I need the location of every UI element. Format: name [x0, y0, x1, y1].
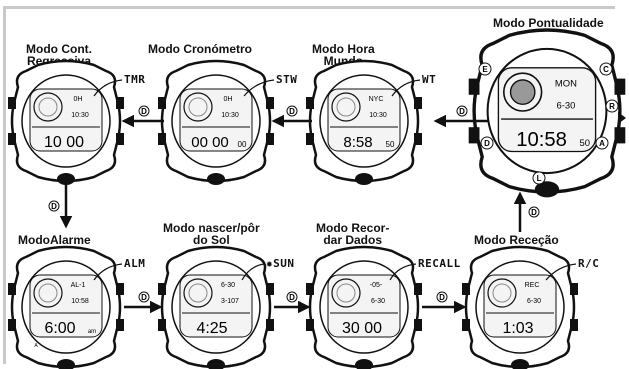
d-marker-4: D: [48, 200, 60, 212]
watch-countdown-mid: 10:30: [71, 112, 89, 119]
d-marker-8: D: [528, 206, 540, 218]
tag-countdown: TMR: [124, 73, 146, 86]
watch-sunrise: 6-30 3-107 4:25: [156, 245, 276, 369]
watch-alarm-mark: A: [34, 343, 38, 349]
tag-leaders: [93, 79, 577, 281]
watch-sunrise-mid: 3-107: [221, 298, 239, 305]
watch-recall-mid: 6-30: [371, 298, 385, 305]
watch-recall: -05- 6-30 30 00: [304, 245, 424, 369]
l-button-label: L: [532, 171, 546, 185]
watch-timekeeping-sec: 50: [580, 138, 591, 149]
watch-reception-main: 1:03: [502, 320, 533, 337]
watch-countdown-main: 10 00: [44, 134, 84, 151]
watch-sunrise-top: 6-30: [221, 282, 235, 289]
watch-stopwatch-main: 00 00: [191, 134, 229, 151]
watch-stopwatch-top: 0H: [224, 96, 233, 103]
watch-alarm-main: 6:00: [44, 320, 75, 337]
svg-text:D: D: [51, 202, 57, 211]
svg-text:D: D: [531, 208, 537, 217]
tag-sunrise: ✹SUN: [266, 257, 295, 270]
d-marker-7: D: [436, 291, 448, 303]
tag-reception: R/C: [578, 257, 600, 270]
tag-stopwatch: STW: [276, 73, 298, 86]
a-button-label: A: [595, 136, 609, 150]
watch-countdown-top: 0H: [74, 96, 83, 103]
watch-worldtime-mid: 10:30: [369, 112, 387, 119]
watch-alarm-suffix: am: [88, 329, 96, 335]
button-markers: D D D D D D D D E C R A D L: [48, 62, 619, 303]
d-marker-3: D: [138, 105, 150, 117]
watch-sunrise-main: 4:25: [196, 320, 227, 337]
label-reception: Modo Receção: [474, 233, 559, 247]
c-button-label: C: [599, 62, 613, 76]
svg-text:E: E: [482, 65, 488, 74]
svg-text:D: D: [289, 293, 295, 302]
d-marker-1: D: [456, 105, 468, 117]
watch-recall-main: 30 00: [342, 320, 382, 337]
svg-text:A: A: [599, 139, 605, 148]
watch-alarm: AL-1 10:58 6:00 am A: [6, 245, 126, 369]
label-timekeeping: Modo Pontualidade: [493, 16, 604, 30]
watch-timekeeping: MON 6-30 10:58 50: [467, 28, 627, 200]
watch-stopwatch-mid: 10:30: [221, 112, 239, 119]
svg-text:D: D: [459, 107, 465, 116]
label-stopwatch: Modo Cronómetro: [148, 42, 252, 56]
watch-reception-top: REC: [525, 282, 540, 289]
watch-worldtime-top: NYC: [369, 96, 384, 103]
svg-text:D: D: [141, 293, 147, 302]
watch-alarm-top: AL-1: [71, 282, 86, 289]
d-marker-6: D: [286, 291, 298, 303]
watch-worldtime-sec: 50: [386, 140, 395, 149]
watch-stopwatch: 0H 10:30 00 00 00: [156, 59, 276, 187]
d-marker-5: D: [138, 291, 150, 303]
label-recall: Modo Recor- dar Dados: [316, 221, 390, 247]
tag-alarm: ALM: [124, 257, 146, 270]
watch-reception-mid: 6-30: [527, 298, 541, 305]
d-marker-2: D: [286, 105, 298, 117]
watch-worldtime-main: 8:58: [343, 134, 372, 151]
label-alarm: ModoAlarme: [18, 233, 91, 247]
watch-timekeeping-top: MON: [555, 79, 577, 90]
gauge-indicator-icon: [509, 79, 536, 105]
flow-arrows: [59, 114, 527, 314]
label-sunrise: Modo nascer/pôr do Sol: [163, 221, 260, 247]
svg-text:C: C: [603, 65, 609, 74]
diagram-frame: [3, 6, 615, 364]
tag-recall: RECALL: [418, 257, 461, 270]
watch-recall-top: -05-: [370, 282, 383, 289]
watch-alarm-mid: 10:58: [71, 298, 89, 305]
svg-text:D: D: [484, 139, 490, 148]
svg-text:L: L: [537, 174, 542, 183]
tag-worldtime: WT: [422, 73, 437, 86]
sun-icon: ✹: [266, 257, 274, 270]
watch-worldtime: NYC 10:30 8:58 50: [304, 59, 424, 187]
svg-text:D: D: [141, 107, 147, 116]
right-edge-arrow-icon: [618, 112, 626, 124]
watch-countdown: 0H 10:30 10 00: [6, 59, 126, 187]
svg-text:D: D: [289, 107, 295, 116]
svg-text:D: D: [439, 293, 445, 302]
r-button-label: R: [605, 99, 619, 113]
watch-stopwatch-sec: 00: [238, 140, 247, 149]
watch-timekeeping-main: 10:58: [516, 129, 567, 151]
svg-text:R: R: [609, 102, 615, 111]
watch-timekeeping-mid: 6-30: [556, 100, 575, 111]
e-button-label: E: [478, 62, 492, 76]
watch-reception: REC 6-30 1:03: [460, 245, 580, 369]
d-button-label: D: [480, 136, 494, 150]
